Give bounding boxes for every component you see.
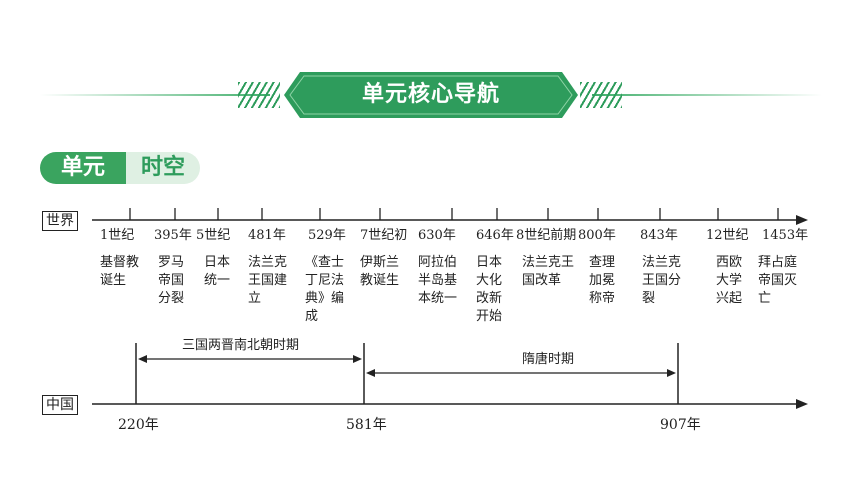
world-event-date: 843年 xyxy=(640,228,678,243)
world-event-text: 基督教诞生 xyxy=(100,255,140,288)
world-event-text: 阿拉伯半岛基本统一 xyxy=(418,255,458,306)
china-year-220: 220年 xyxy=(118,417,159,433)
china-axis-arrow xyxy=(796,399,808,409)
world-event-date: 1453年 xyxy=(762,228,809,243)
world-event-text: 伊斯兰教诞生 xyxy=(360,255,400,288)
header-line-right xyxy=(592,94,822,96)
period-label-2: 隋唐时期 xyxy=(522,352,575,367)
header-banner-shape xyxy=(284,72,578,118)
world-event-text: 《查士丁尼法典》编成 xyxy=(305,255,345,324)
period-label-1: 三国两晋南北朝时期 xyxy=(182,338,300,353)
world-event-date: 5世纪 xyxy=(196,228,231,243)
world-event-text: 法兰克王国建立 xyxy=(248,255,288,306)
world-event-text: 查理加冕称帝 xyxy=(589,255,616,306)
world-event-text: 法兰克王国分裂 xyxy=(642,255,682,306)
world-event-text: 拜占庭帝国灭亡 xyxy=(758,255,798,306)
china-label: 中国 xyxy=(42,395,78,415)
world-event-date: 646年 xyxy=(476,228,514,243)
world-ticks xyxy=(129,208,779,220)
world-event-date: 481年 xyxy=(248,228,286,243)
world-event-date: 8世纪前期 xyxy=(516,228,577,243)
world-axis-arrow xyxy=(796,215,808,225)
header-banner: 单元核心导航 xyxy=(284,72,578,118)
china-year-581: 581年 xyxy=(346,417,387,433)
unit-badge-left: 单元 xyxy=(40,152,126,184)
world-event-date: 630年 xyxy=(418,228,456,243)
world-event-date: 12世纪 xyxy=(706,228,749,243)
world-event-date: 1世纪 xyxy=(100,228,135,243)
page-title: 单元核心导航 xyxy=(361,82,500,107)
header-hatch-left xyxy=(238,82,280,108)
world-event-text: 西欧大学兴起 xyxy=(716,255,743,306)
header-hatch-right xyxy=(580,82,622,108)
world-event-text: 法兰克王国改革 xyxy=(522,255,575,288)
world-event-text: 罗马帝国分裂 xyxy=(158,255,185,306)
world-event-date: 7世纪初 xyxy=(360,228,408,243)
world-event-date: 529年 xyxy=(308,228,346,243)
header-line-left xyxy=(40,94,270,96)
world-event-text: 日本大化改新开始 xyxy=(476,255,503,324)
world-label: 世界 xyxy=(42,211,78,231)
world-event-date: 800年 xyxy=(578,228,616,243)
world-event-date: 395年 xyxy=(154,228,192,243)
unit-badge-right: 时空 xyxy=(126,152,200,184)
china-year-907: 907年 xyxy=(660,417,701,433)
world-event-text: 日本统一 xyxy=(204,255,231,288)
